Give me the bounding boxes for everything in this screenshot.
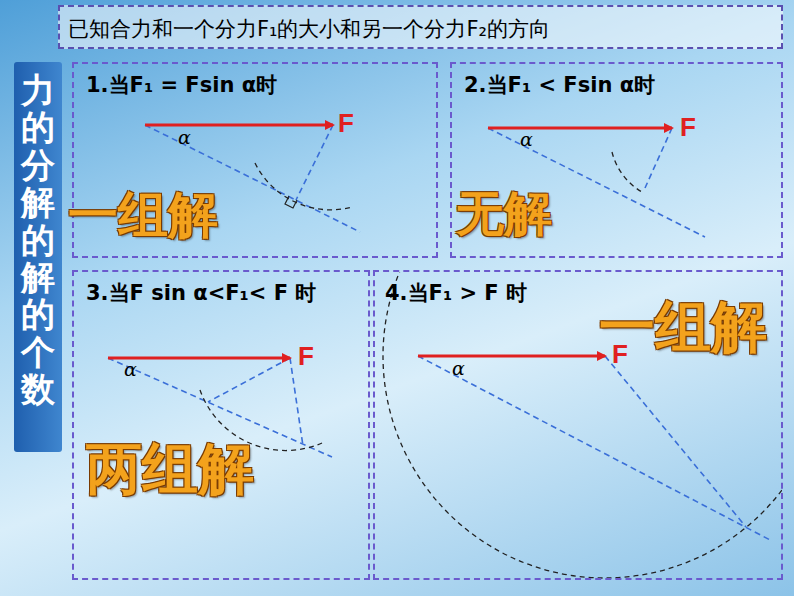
- case-panel: 1.当F₁ = Fsin α时一组解: [72, 62, 438, 258]
- angle-label: α: [520, 128, 533, 150]
- angle-label: α: [452, 357, 465, 379]
- solution-count: 无解: [456, 182, 552, 246]
- title-band: 力的分解的解的个数: [14, 62, 62, 452]
- solution-count: 一组解: [68, 182, 218, 249]
- force-label: F: [298, 341, 314, 372]
- force-label: F: [612, 339, 628, 370]
- title-box: 已知合力和一个分力F₁的大小和另一个分力F₂的方向: [58, 5, 783, 49]
- case-heading: 3.当F sin α<F₁< F 时: [86, 280, 356, 306]
- vertical-title: 力的分解的解的个数: [21, 72, 55, 409]
- case-heading: 2.当F₁ < Fsin α时: [464, 72, 764, 98]
- force-label: F: [680, 112, 696, 143]
- solution-count: 两组解: [86, 432, 254, 508]
- force-label: F: [338, 108, 354, 139]
- case-panel: 3.当F sin α<F₁< F 时两组解: [72, 270, 370, 580]
- angle-label: α: [178, 126, 191, 148]
- case-panel: 2.当F₁ < Fsin α时无解: [450, 62, 783, 258]
- case-heading: 1.当F₁ = Fsin α时: [86, 72, 416, 98]
- case-panel: 4.当F₁ > F 时一组解: [373, 270, 783, 580]
- case-heading: 4.当F₁ > F 时: [385, 280, 585, 306]
- title-text: 已知合力和一个分力F₁的大小和另一个分力F₂的方向: [68, 15, 550, 43]
- diagram-greater: [383, 134, 794, 578]
- angle-label: α: [124, 358, 137, 380]
